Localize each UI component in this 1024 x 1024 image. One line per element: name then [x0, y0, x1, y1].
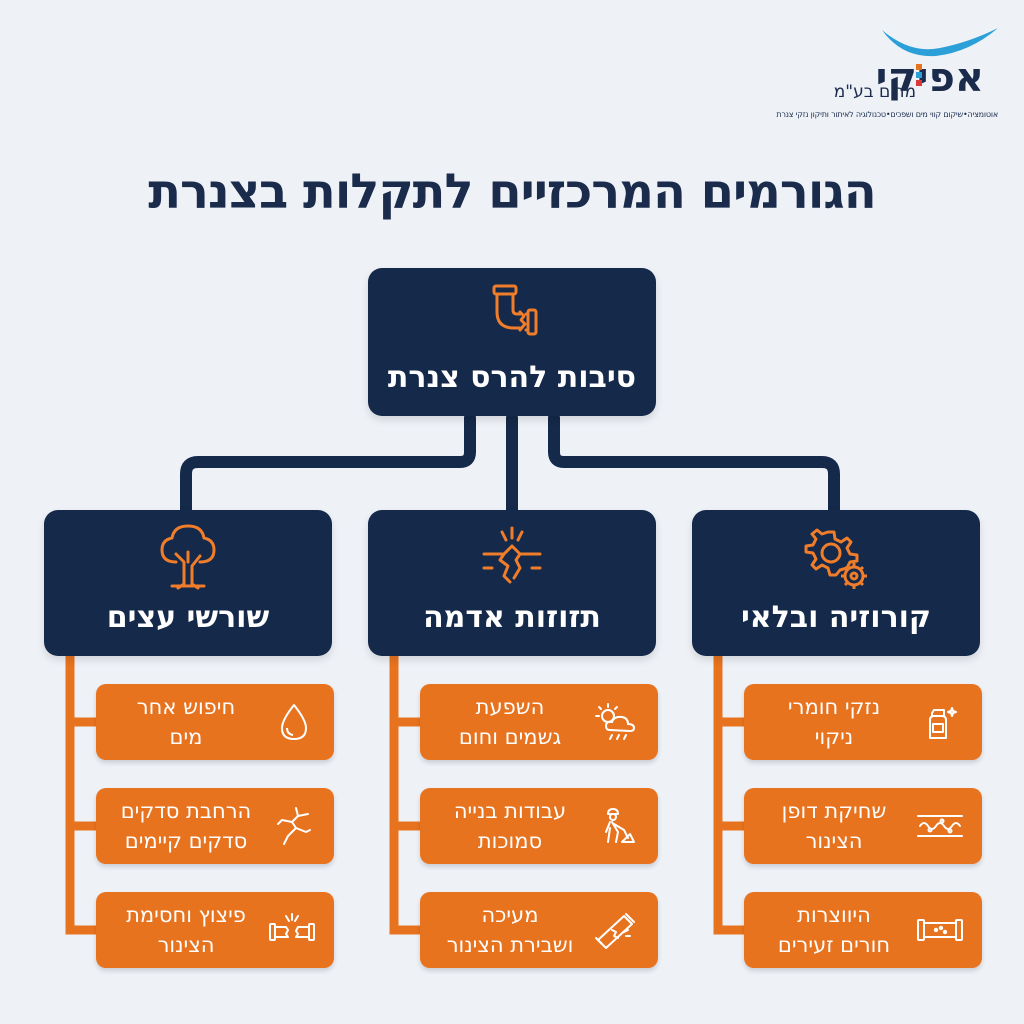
cause-line1: פיצוץ וחסימת [126, 903, 246, 927]
cause-item: הרחבת סדקים סדקים קיימים [96, 788, 334, 864]
weather-icon [595, 703, 636, 740]
cause-line2: סמוכות [477, 829, 543, 853]
page-title: הגורמים המרכזיים לתקלות בצנרת [148, 164, 876, 220]
cause-item: פיצוץ וחסימת הצינור [96, 892, 334, 968]
cause-line1: נזקי חומרי [787, 695, 881, 719]
cause-line2: חורים זעירים [777, 933, 891, 957]
root-label: סיבות להרס צנרת [387, 360, 637, 395]
cause-line2: הצינור [157, 933, 215, 957]
logo-tagline: אוטומציה•שיקום קווי מים ושפכים•טכנולוגיה… [776, 110, 998, 119]
cause-line1: הרחבת סדקים [120, 799, 252, 823]
cause-item: עבודות בנייה סמוכות [420, 788, 658, 864]
cause-line1: היווצרות [797, 903, 871, 927]
cause-line1: חיפוש אחר [136, 695, 236, 719]
cause-item: נזקי חומרי ניקוי [744, 684, 982, 760]
cause-line2: הצינור [805, 829, 863, 853]
cracks-icon [277, 807, 311, 845]
cause-item: מעיכה ושבירת הצינור [420, 892, 658, 968]
category-roots: שורשי עצים [44, 510, 332, 656]
swoosh-icon [882, 28, 998, 57]
category-soil: תזוזות אדמה [368, 510, 656, 656]
cleaning-bottle-icon [929, 707, 957, 739]
cause-line2: סדקים קיימים [124, 829, 248, 853]
pipe-wear-icon [917, 815, 963, 837]
category-label: תזוזות אדמה [423, 600, 601, 635]
cause-item: היווצרות חורים זעירים [744, 892, 982, 968]
cause-line2: מים [169, 725, 203, 749]
category-corrosion: קורוזיה ובלאי [692, 510, 980, 656]
cause-line2: גשמים וחום [458, 725, 562, 749]
cause-item: חיפוש אחר מים [96, 684, 334, 760]
cause-item: השפעת גשמים וחום [420, 684, 658, 760]
cause-line1: שחיקת דופן [781, 799, 887, 823]
broken-pipe-icon [492, 284, 538, 336]
cause-item: שחיקת דופן הצינור [744, 788, 982, 864]
company-logo: אפיקי מרום בע"מ אוטומציה•שיקום קווי מים … [776, 24, 1002, 124]
ground-crack-icon [482, 526, 542, 584]
cause-line2: ושבירת הצינור [446, 933, 574, 957]
cause-line1: מעיכה [481, 903, 539, 927]
category-label: שורשי עצים [106, 600, 270, 635]
burst-pipe-icon [269, 913, 315, 941]
logo-company: מרום בע"מ [833, 82, 916, 102]
pipe-holes-icon [917, 919, 963, 941]
crushed-pipe-icon [595, 913, 635, 949]
cause-line1: עבודות בנייה [453, 799, 567, 823]
construction-worker-icon [605, 808, 635, 843]
tree-icon [160, 524, 216, 590]
category-label: קורוזיה ובלאי [740, 600, 932, 635]
root-box: סיבות להרס צנרת [368, 268, 656, 416]
cause-line1: השפעת [475, 695, 545, 719]
logo-name: אפיקי [875, 55, 984, 101]
gears-icon [804, 528, 867, 589]
water-drop-icon [281, 704, 307, 740]
cause-line2: ניקוי [814, 725, 854, 749]
logo-pixels-icon [912, 64, 922, 90]
